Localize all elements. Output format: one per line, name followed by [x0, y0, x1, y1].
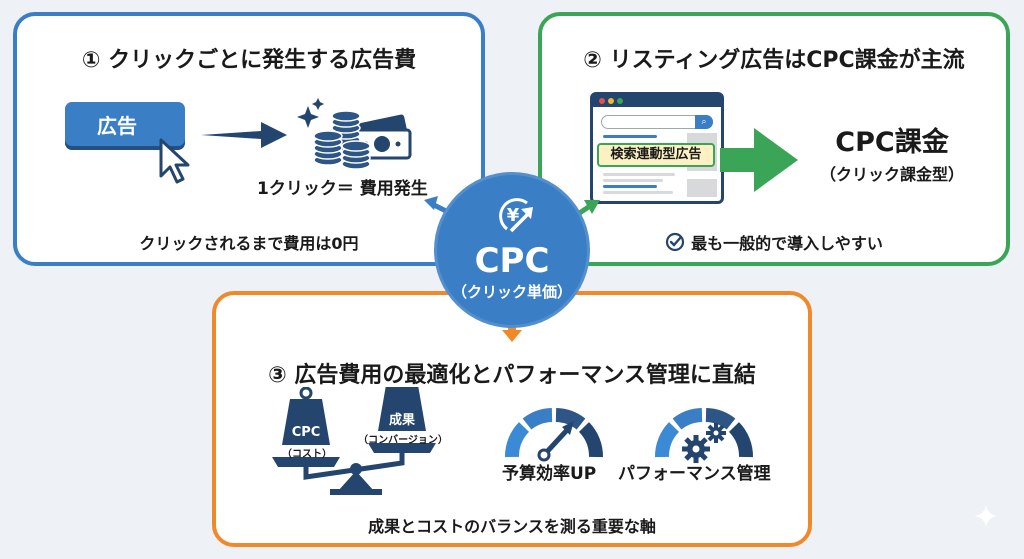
card2-note-row: 最も一般的で導入しやすい — [542, 230, 1006, 254]
window-dot-yellow — [608, 98, 614, 104]
card-click-cost: ① クリックごとに発生する広告費 広告 1クリック＝ 費用発生 クリックされるま… — [13, 12, 485, 266]
cpc-subtitle: （クリック単価） — [451, 283, 572, 301]
scale-icon — [272, 372, 436, 495]
left-weight-label: CPC — [291, 425, 321, 440]
browser-window-illustration: ⌕ 検索連動型広告 — [590, 92, 724, 204]
result-thumbnail — [687, 179, 717, 197]
cost-label: 1クリック＝ 費用発生 — [257, 179, 428, 199]
cpc-title: CPC — [474, 241, 550, 281]
card2-title: ② リスティング広告はCPC課金が主流 — [583, 48, 965, 73]
balance-scale-illustration: CPC （コスト） 成果 （コンバージョン） — [272, 372, 472, 501]
result-line — [603, 185, 657, 188]
search-bar-illustration: ⌕ — [601, 115, 713, 129]
card-listing-ads: ② リスティング広告はCPC課金が主流 ⌕ 検索連動型広告 CPC課金 （クリッ… — [538, 12, 1010, 266]
cursor-icon — [159, 138, 190, 184]
svg-text:¥: ¥ — [507, 205, 520, 226]
card1-title: ① クリックごとに発生する広告費 — [81, 48, 417, 73]
arrow-right-icon — [720, 128, 798, 192]
right-weight-label: 成果 — [388, 413, 415, 428]
billing-subtitle: （クリック課金型） — [819, 165, 964, 184]
billing-title: CPC課金 — [835, 127, 949, 158]
search-icon: ⌕ — [695, 115, 713, 129]
money-icon — [297, 98, 412, 170]
card3-title: ③ 広告費用の最適化とパフォーマンス管理に直結 — [268, 363, 756, 388]
gauge-label-budget: 予算効率UP — [502, 464, 597, 484]
left-weight-caption: （コスト） — [282, 449, 332, 460]
result-line — [603, 179, 663, 182]
yen-growth-icon: ¥ — [499, 198, 533, 233]
browser-titlebar — [593, 95, 721, 107]
gauge-arrow-icon — [505, 408, 603, 462]
arrow-right-icon — [201, 122, 287, 148]
result-line — [603, 135, 657, 138]
cpc-billing: CPC課金 （クリック課金型） — [792, 120, 992, 185]
card2-note: 最も一般的で導入しやすい — [691, 234, 883, 253]
right-weight-caption: （コンバージョン） — [358, 435, 448, 446]
gauge-label-performance: パフォーマンス管理 — [618, 464, 771, 484]
window-dot-green — [617, 98, 623, 104]
ad-button: 広告 — [65, 102, 185, 146]
card3-note: 成果とコストのバランスを測る重要な軸 — [368, 517, 656, 536]
gauge-gears-icon — [655, 408, 753, 463]
cpc-center-badge: ¥ CPC （クリック単価） — [434, 172, 590, 328]
result-line — [603, 173, 675, 176]
window-dot-red — [599, 98, 605, 104]
card1-note: クリックされるまで費用は0円 — [139, 234, 359, 253]
check-circle-icon — [665, 232, 685, 252]
search-ad-label: 検索連動型広告 — [597, 143, 715, 167]
result-line — [603, 191, 673, 194]
sparkle-icon — [974, 504, 998, 528]
